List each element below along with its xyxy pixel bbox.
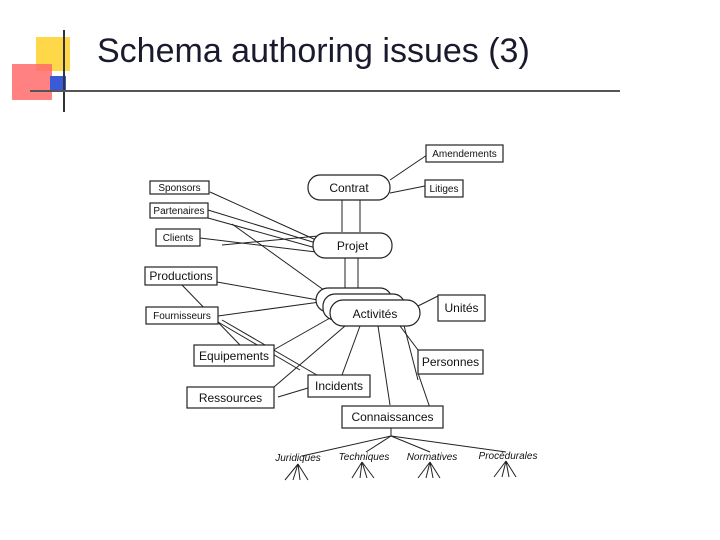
node-unites: Unités bbox=[437, 294, 486, 322]
node-unites-label: Unités bbox=[444, 301, 478, 315]
node-sponsors: Sponsors bbox=[149, 180, 210, 195]
leaf-techniques-label: Techniques bbox=[339, 452, 390, 463]
diagram-edges bbox=[181, 154, 507, 457]
node-personnes-label: Personnes bbox=[422, 355, 479, 369]
node-incidents: Incidents bbox=[307, 374, 371, 398]
node-productions-label: Productions bbox=[149, 269, 212, 283]
node-clients-label: Clients bbox=[163, 233, 194, 244]
node-personnes: Personnes bbox=[417, 349, 484, 375]
node-ressources: Ressources bbox=[186, 386, 275, 409]
node-projet-label: Projet bbox=[337, 239, 369, 253]
node-litiges-label: Litiges bbox=[430, 184, 459, 195]
leaf-fans bbox=[284, 460, 517, 481]
node-connaissances: Connaissances bbox=[341, 405, 444, 429]
node-litiges: Litiges bbox=[424, 179, 464, 198]
node-activites-stack: Activités bbox=[315, 287, 421, 327]
node-connaissances-label: Connaissances bbox=[351, 410, 433, 424]
node-clients: Clients bbox=[155, 228, 201, 247]
deco-blue-square bbox=[50, 76, 66, 92]
node-contrat-label: Contrat bbox=[329, 181, 369, 195]
node-fournisseurs-label: Fournisseurs bbox=[153, 311, 211, 322]
leaf-juridiques-label: Juridiques bbox=[274, 453, 321, 464]
node-amendements-label: Amendements bbox=[432, 149, 496, 160]
leaf-procedurales-label: Procédurales bbox=[479, 451, 538, 462]
slide-title: Schema authoring issues (3) bbox=[97, 32, 530, 70]
node-incidents-label: Incidents bbox=[315, 379, 363, 393]
node-partenaires: Partenaires bbox=[149, 202, 209, 219]
deco-red-square bbox=[12, 64, 52, 100]
node-activites-label: Activités bbox=[353, 307, 398, 321]
node-sponsors-label: Sponsors bbox=[158, 183, 200, 194]
node-equipements: Equipements bbox=[193, 344, 275, 367]
node-ressources-label: Ressources bbox=[199, 391, 262, 405]
deco-vertical-rule bbox=[63, 30, 65, 112]
node-productions: Productions bbox=[144, 266, 218, 286]
node-fournisseurs: Fournisseurs bbox=[145, 306, 219, 325]
leaf-normatives-label: Normatives bbox=[407, 452, 458, 463]
node-equipements-label: Equipements bbox=[199, 349, 269, 363]
node-amendements: Amendements bbox=[425, 144, 504, 163]
deco-horizontal-rule bbox=[30, 90, 620, 92]
node-contrat: Contrat bbox=[307, 174, 391, 201]
node-partenaires-label: Partenaires bbox=[153, 206, 204, 217]
node-projet: Projet bbox=[312, 232, 393, 259]
